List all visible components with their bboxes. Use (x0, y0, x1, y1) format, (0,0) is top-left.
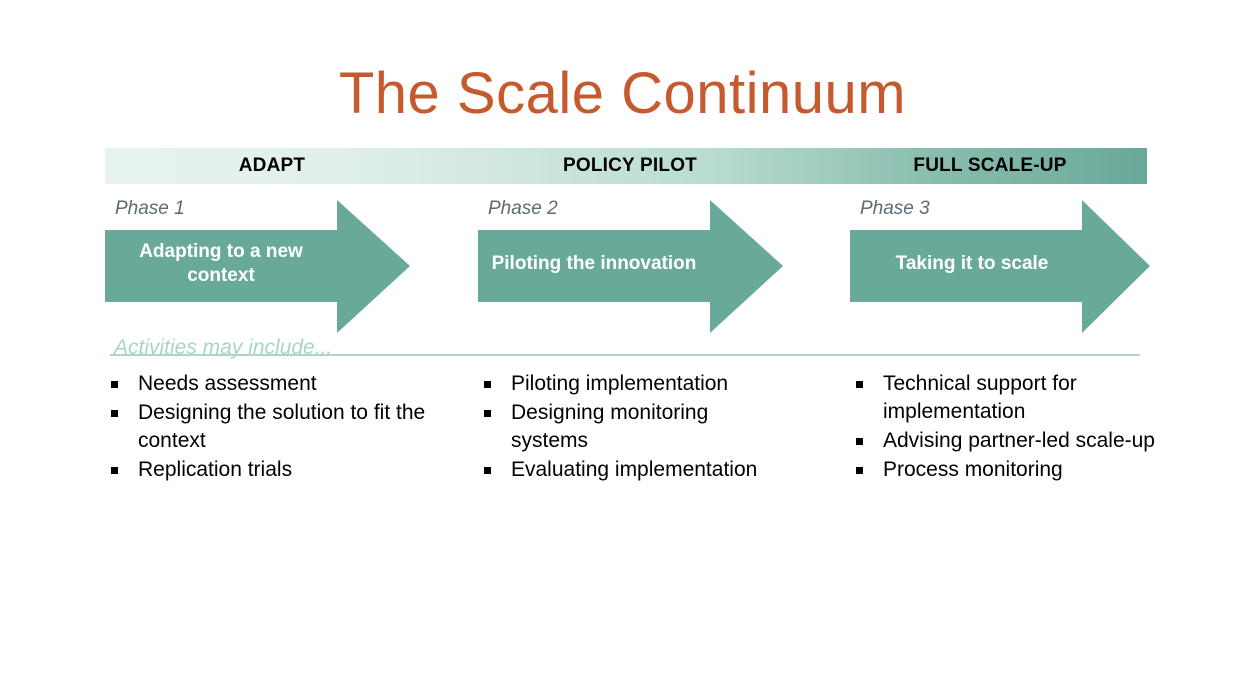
stage-header-adapt: ADAPT (238, 155, 306, 176)
bullet-square-icon (856, 467, 863, 474)
phase-label-1: Phase 1 (115, 198, 185, 219)
list-item: Evaluating implementation (478, 456, 778, 484)
activities-column-full-scale-up: Technical support for implementation Adv… (850, 370, 1160, 485)
list-item: Piloting implementation (478, 370, 778, 398)
list-item: Technical support for implementation (850, 370, 1160, 426)
bullet-square-icon (111, 410, 118, 417)
bullet-square-icon (484, 467, 491, 474)
bullet-list-2: Piloting implementation Designing monito… (478, 370, 778, 484)
list-item-label: Process monitoring (883, 458, 1063, 481)
activities-column-adapt: Needs assessment Designing the solution … (105, 370, 435, 485)
bullet-square-icon (856, 381, 863, 388)
bullet-square-icon (856, 438, 863, 445)
list-item-label: Replication trials (138, 458, 293, 481)
bullet-square-icon (111, 381, 118, 388)
phase-arrow-2-icon (478, 200, 783, 333)
activities-column-policy-pilot: Piloting implementation Designing monito… (478, 370, 778, 485)
list-item: Designing the solution to fit the contex… (105, 399, 435, 455)
phase-label-3: Phase 3 (860, 198, 930, 219)
list-item-label: Technical support for implementation (883, 372, 1077, 423)
activities-divider (110, 354, 1140, 356)
bullet-square-icon (484, 410, 491, 417)
list-item-label: Needs assessment (138, 372, 317, 395)
phase-arrow-1-icon (105, 200, 410, 333)
stage-header-full-scale-up: FULL SCALE-UP (913, 155, 1067, 176)
list-item-label: Advising partner-led scale-up (883, 429, 1155, 452)
phase-label-2: Phase 2 (488, 198, 558, 219)
phase-arrow-3-icon (850, 200, 1150, 333)
list-item: Designing monitoring systems (478, 399, 778, 455)
activities-heading: Activities may include... (114, 336, 333, 359)
list-item-label: Evaluating implementation (511, 458, 758, 481)
list-item: Needs assessment (105, 370, 435, 398)
bullet-square-icon (111, 467, 118, 474)
list-item: Replication trials (105, 456, 435, 484)
list-item-label: Piloting implementation (511, 372, 729, 395)
bullet-list-1: Needs assessment Designing the solution … (105, 370, 435, 484)
stage-header-band: ADAPT POLICY PILOT FULL SCALE-UP (105, 148, 1147, 184)
list-item-label: Designing monitoring systems (511, 401, 709, 452)
list-item: Process monitoring (850, 456, 1160, 484)
list-item: Advising partner-led scale-up (850, 427, 1160, 455)
bullet-list-3: Technical support for implementation Adv… (850, 370, 1160, 484)
page-title: The Scale Continuum (338, 61, 907, 126)
stage-header-policy-pilot: POLICY PILOT (562, 155, 697, 176)
bullet-square-icon (484, 381, 491, 388)
list-item-label: Designing the solution to fit the contex… (138, 401, 426, 452)
